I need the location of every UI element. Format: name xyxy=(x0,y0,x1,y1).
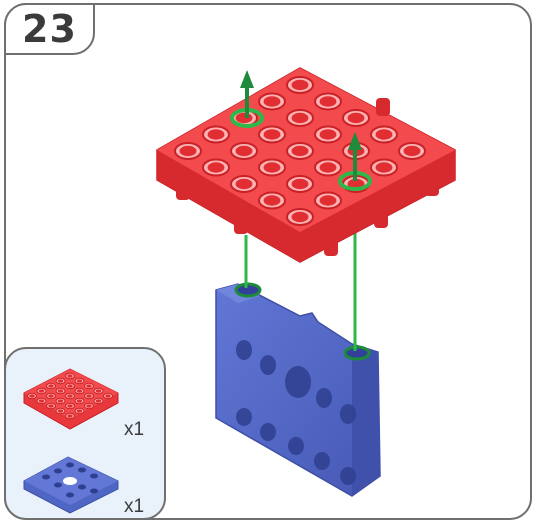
stud-hole xyxy=(320,162,337,172)
stud-hole xyxy=(39,399,44,402)
stud-hole xyxy=(292,179,309,189)
stud-hole xyxy=(77,399,82,402)
stud-hole xyxy=(376,162,393,172)
stud-hole xyxy=(292,212,309,222)
stud-hole xyxy=(264,162,281,172)
stud-hole xyxy=(39,389,44,392)
stud-hole xyxy=(348,113,365,123)
stud-hole xyxy=(58,399,63,402)
stud-hole xyxy=(404,146,421,156)
stud-hole xyxy=(264,129,281,139)
stud-hole xyxy=(236,146,253,156)
stud-hole xyxy=(320,96,337,106)
stud-hole xyxy=(320,195,337,205)
stud-hole xyxy=(29,394,34,397)
stud-hole xyxy=(77,379,82,382)
stud-hole xyxy=(67,394,72,397)
stud-hole xyxy=(58,379,63,382)
stud-hole xyxy=(67,414,72,417)
stud-hole xyxy=(236,179,253,189)
stud-hole xyxy=(105,394,110,397)
stud-hole xyxy=(292,80,309,90)
stud-hole xyxy=(208,129,225,139)
stud-hole xyxy=(67,404,72,407)
stud-hole xyxy=(67,374,72,377)
stud-hole xyxy=(376,129,393,139)
stud-hole xyxy=(292,113,309,123)
stud-hole xyxy=(86,384,91,387)
stud-hole xyxy=(236,113,253,123)
stud-hole xyxy=(96,399,101,402)
stud-hole xyxy=(77,409,82,412)
stud-hole xyxy=(96,389,101,392)
stud-hole xyxy=(180,146,197,156)
stud-hole xyxy=(77,389,82,392)
stud-hole xyxy=(48,394,53,397)
stud-hole xyxy=(264,96,281,106)
stud-hole xyxy=(86,404,91,407)
stud-hole xyxy=(292,146,309,156)
parts-panel: x1 x1 xyxy=(4,347,166,520)
stud-hole xyxy=(48,404,53,407)
stud-hole xyxy=(320,129,337,139)
stud-hole xyxy=(264,195,281,205)
red-plate-part-icon xyxy=(24,369,118,429)
blue-plate-quantity: x1 xyxy=(124,496,144,518)
stud-hole xyxy=(58,389,63,392)
stud-hole xyxy=(86,394,91,397)
red-plate-quantity: x1 xyxy=(124,419,144,441)
stud-hole xyxy=(208,162,225,172)
blue-plate-part-icon xyxy=(24,457,118,513)
red-plate xyxy=(157,68,455,262)
stud-hole xyxy=(58,409,63,412)
stud-hole xyxy=(48,384,53,387)
stud-hole xyxy=(67,384,72,387)
